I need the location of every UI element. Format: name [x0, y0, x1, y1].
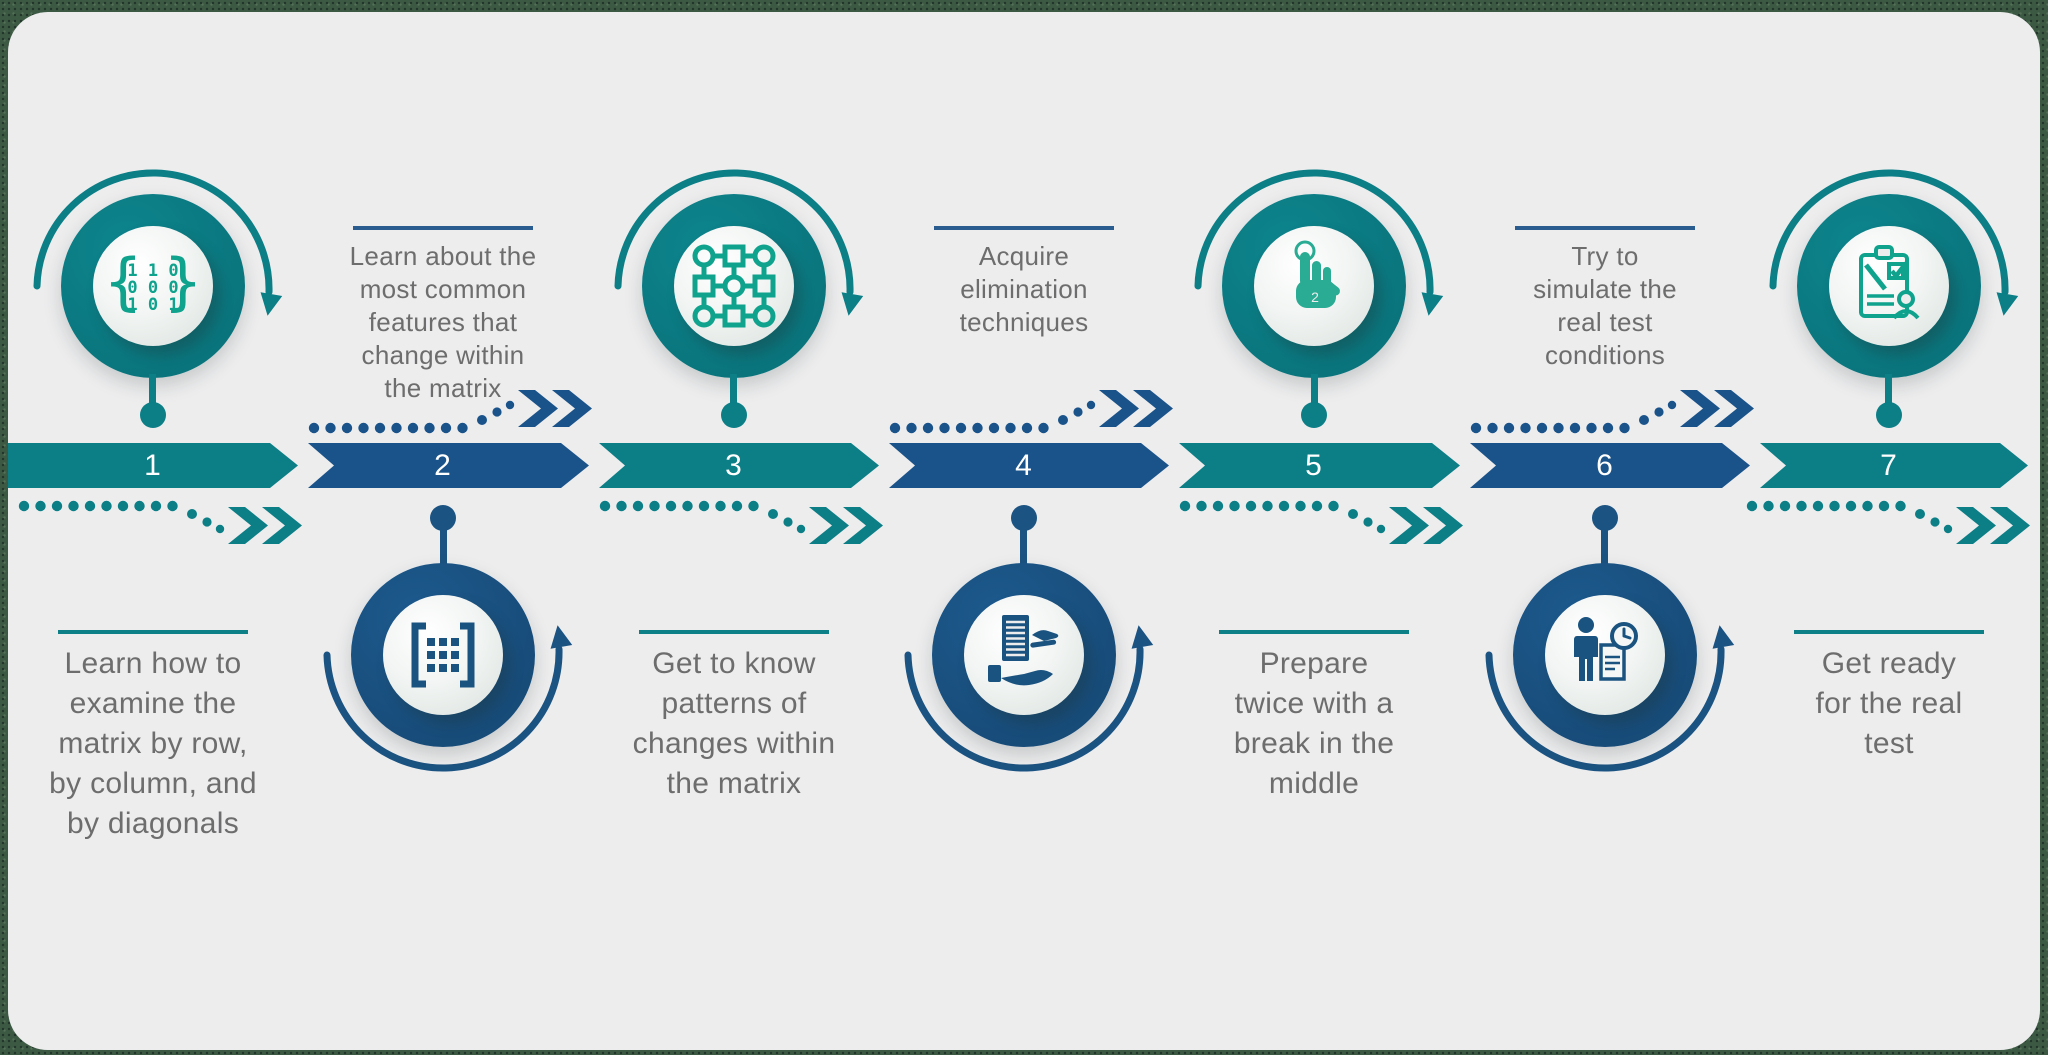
- banner-segment-1: [8, 443, 298, 488]
- dotted-arrow-right: [18, 500, 302, 544]
- arc-arrowhead: [1996, 292, 2019, 316]
- chevron: [518, 390, 558, 427]
- step-number-4: 4: [1015, 449, 1033, 482]
- step-description-7: Get ready for the real test: [1815, 647, 1963, 760]
- step-number-1: 1: [144, 449, 162, 482]
- accent-line: [1794, 630, 1984, 634]
- chevron: [228, 507, 268, 544]
- banner-segment-5: [1179, 443, 1460, 488]
- svg-text:}: }: [164, 245, 201, 318]
- accent-line: [934, 226, 1114, 230]
- chevron: [1680, 390, 1720, 427]
- chevron: [1133, 390, 1173, 427]
- connector-stem: [1601, 516, 1608, 564]
- bracket-matrix-icon: [411, 622, 475, 688]
- accent-line: [58, 630, 248, 634]
- step-description-5: Prepare twice with a break in the middle: [1233, 647, 1395, 800]
- banner-segment-4: [889, 443, 1169, 488]
- progress-banner: [8, 443, 2028, 488]
- arc-arrowhead: [841, 292, 864, 316]
- connector-stem: [1020, 516, 1027, 564]
- grid-shapes-icon: [692, 244, 776, 328]
- banner-segment-6: [1470, 443, 1750, 488]
- chevron: [1423, 507, 1463, 544]
- connector-stem: [730, 374, 737, 408]
- hand-document-icon: [988, 615, 1059, 686]
- clipboard-check-icon: [1859, 245, 1920, 320]
- arc-arrowhead: [1712, 625, 1735, 649]
- dotted-arrow-right: [1179, 500, 1463, 544]
- dotted-arrow-right: [599, 500, 883, 544]
- chevron: [1099, 390, 1139, 427]
- arc-arrowhead: [1131, 625, 1154, 649]
- step-number-6: 6: [1596, 449, 1614, 482]
- accent-line: [353, 226, 533, 230]
- chevron: [843, 507, 883, 544]
- step-number-5: 5: [1305, 449, 1323, 482]
- connector-node: [140, 402, 166, 428]
- step-description-3: Get to know patterns of changes within t…: [632, 647, 836, 800]
- step-description-2: Learn about the most common features tha…: [349, 241, 537, 403]
- rotation-arc: [323, 625, 573, 772]
- banner-segment-2: [308, 443, 589, 488]
- chevron: [1956, 507, 1996, 544]
- connector-node: [721, 402, 747, 428]
- step-number-3: 3: [725, 449, 743, 482]
- step-description-6: Try to simulate the real test conditions: [1533, 241, 1677, 370]
- banner-segment-3: [599, 443, 879, 488]
- dotted-arrow-right: [1470, 390, 1754, 434]
- svg-text:1 1 0: 1 1 0: [127, 261, 178, 281]
- banner-segment-7: [1760, 443, 2028, 488]
- rotation-arc: [1194, 169, 1444, 316]
- chevron: [809, 507, 849, 544]
- chevron: [1990, 507, 2030, 544]
- accent-line: [639, 630, 829, 634]
- connector-stem: [1885, 374, 1892, 408]
- arc-arrowhead: [260, 292, 283, 316]
- step-description-1: Learn how to examine the matrix by row, …: [49, 647, 257, 840]
- svg-text:0 0 0: 0 0 0: [127, 278, 178, 298]
- svg-text:2: 2: [1311, 289, 1319, 305]
- binary-matrix-icon: { } 1 1 0 0 0 0 1 0 1: [104, 245, 201, 318]
- connector-stem: [440, 516, 447, 564]
- dotted-arrow-right: [1746, 500, 2030, 544]
- accent-line: [1219, 630, 1409, 634]
- arc-arrowhead: [1421, 292, 1444, 316]
- svg-text:{: {: [104, 245, 141, 318]
- dotted-arrow-right: [308, 390, 592, 434]
- step-number-2: 2: [434, 449, 452, 482]
- chevron: [262, 507, 302, 544]
- chevron: [1714, 390, 1754, 427]
- rotation-arc: [614, 169, 864, 316]
- dotted-arrow-right: [889, 390, 1173, 434]
- person-schedule-icon: [1574, 617, 1638, 681]
- svg-text:1 0 1: 1 0 1: [127, 295, 178, 315]
- connector-node: [1301, 402, 1327, 428]
- rotation-arc: [1485, 625, 1735, 772]
- accent-line: [1515, 226, 1695, 230]
- rotation-arc: [33, 169, 283, 316]
- chevron: [1389, 507, 1429, 544]
- chevron: [552, 390, 592, 427]
- step-number-7: 7: [1880, 449, 1898, 482]
- step-description-4: Acquire elimination techniques: [959, 241, 1089, 337]
- connector-stem: [1311, 374, 1318, 408]
- rotation-arc: [1769, 169, 2019, 316]
- connector-node: [1876, 402, 1902, 428]
- connector-stem: [149, 374, 156, 408]
- arc-arrowhead: [550, 625, 573, 649]
- two-finger-tap-icon: 2: [1294, 240, 1340, 308]
- rotation-arc: [904, 625, 1154, 772]
